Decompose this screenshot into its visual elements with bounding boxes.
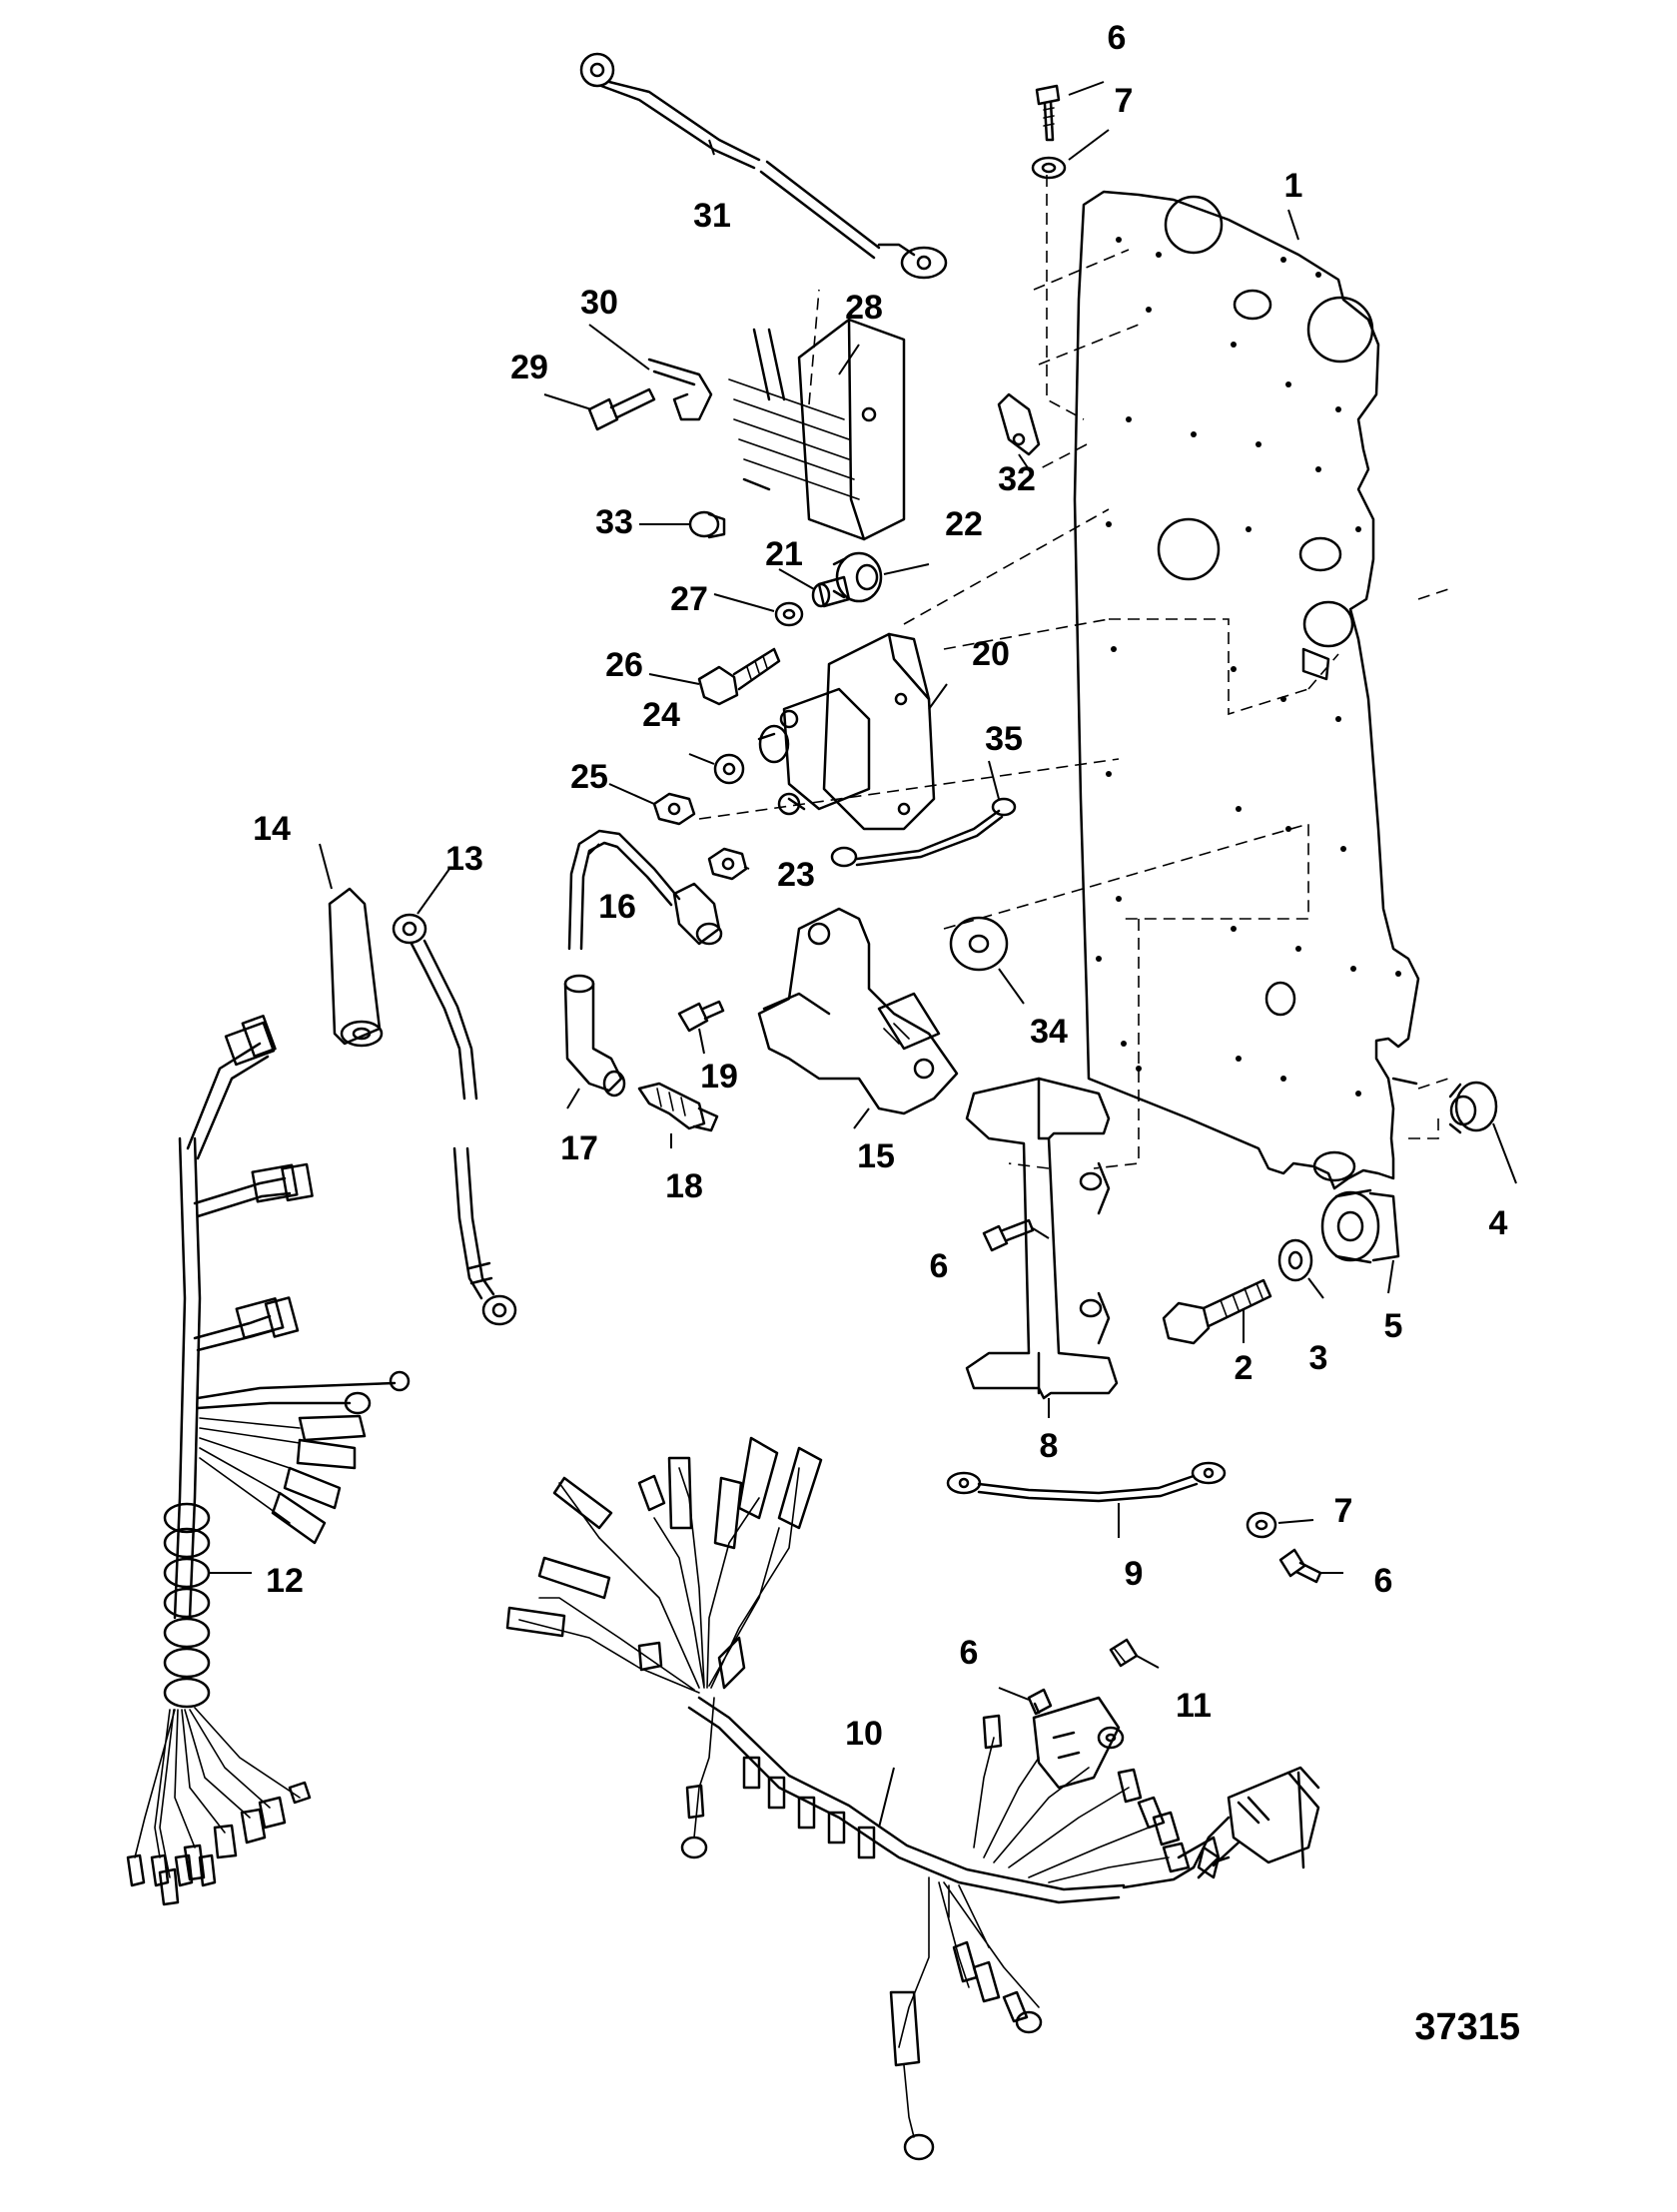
callout-3: 3 [1309,1339,1328,1377]
clamp-33 [688,510,726,539]
nut-25 [652,792,696,826]
screw-6-bracket [982,1218,1035,1252]
callout-6-top: 6 [1108,19,1127,57]
callout-8: 8 [1040,1427,1059,1465]
callout-31: 31 [693,197,731,235]
washer-24 [713,753,745,785]
callout-4: 4 [1489,1204,1508,1242]
callout-6-harness: 6 [960,1634,979,1672]
callout-27: 27 [670,580,708,618]
screw-29 [587,387,656,431]
callout-25: 25 [570,758,608,796]
lead-9 [946,1461,1227,1503]
regulator-28 [728,318,906,541]
boot-17 [563,974,626,1098]
cable-31 [579,52,948,280]
callout-18: 18 [665,1167,703,1205]
callout-1: 1 [1284,167,1303,205]
screw-19 [677,1000,725,1033]
callout-19: 19 [700,1058,738,1096]
callout-17: 17 [560,1129,598,1167]
bolt-2 [1162,1278,1272,1345]
spark-plug-18 [637,1082,719,1132]
callout-26: 26 [605,646,643,684]
washer-27 [774,601,804,627]
washer-3 [1277,1238,1313,1282]
grommet-22 [832,551,883,603]
callout-15: 15 [857,1137,895,1175]
strap-13 [392,913,517,1326]
callout-7-lower: 7 [1334,1492,1353,1530]
callout-6-bracket: 6 [930,1247,949,1285]
callout-13: 13 [445,840,483,878]
fuse-11 [1109,1638,1139,1668]
callout-23: 23 [777,856,815,894]
mounting-plate [1073,190,1420,1190]
callout-35: 35 [985,720,1023,758]
callout-29: 29 [510,349,548,386]
plate-holes [1096,237,1401,1097]
callout-14: 14 [253,810,291,848]
bushing-4 [1448,1081,1498,1134]
cap-14 [328,887,384,1048]
callout-labels: 1 2 3 4 5 6 6 6 6 7 7 8 9 10 11 12 13 14… [253,19,1520,2048]
callout-6-lower: 6 [1374,1562,1393,1600]
callout-20: 20 [972,635,1010,673]
callout-34: 34 [1030,1013,1068,1051]
nut-23 [707,847,748,881]
bolt-26 [697,647,781,706]
leader-lines [210,81,1517,1829]
callout-16: 16 [598,888,636,926]
screw-6-top [1035,84,1061,142]
clip-30 [647,358,713,421]
callout-2: 2 [1235,1349,1254,1387]
harness-10 [505,1436,1320,2161]
bushing-21 [811,575,851,608]
callout-10: 10 [845,1715,883,1753]
harness-12 [126,1015,411,1906]
callout-11: 11 [1176,1687,1212,1725]
assembly-lines [698,175,1449,1169]
callout-28: 28 [845,289,883,327]
callout-30: 30 [580,284,618,322]
plug-wire-16 [567,829,723,951]
solenoid-20 [757,632,936,831]
lead-35 [830,797,1017,868]
callout-5: 5 [1384,1307,1403,1345]
coil-15 [757,907,959,1115]
washer-34 [949,916,1009,972]
washer-7-lower [1246,1511,1277,1539]
callout-9: 9 [1125,1555,1144,1593]
callout-22: 22 [945,505,983,543]
washer-7-top [1031,156,1067,180]
callout-24: 24 [642,696,680,734]
callout-7-top: 7 [1115,82,1134,120]
figure-number: 37315 [1414,2006,1520,2048]
callout-21: 21 [765,535,803,573]
callout-32: 32 [998,460,1036,498]
bracket-8 [965,1077,1119,1400]
callout-33: 33 [595,503,633,541]
clip-32 [997,392,1041,456]
callout-12: 12 [266,1562,304,1600]
grommet-5 [1320,1188,1400,1264]
screw-6-harness [1027,1688,1053,1716]
screw-6-lower [1278,1548,1322,1584]
